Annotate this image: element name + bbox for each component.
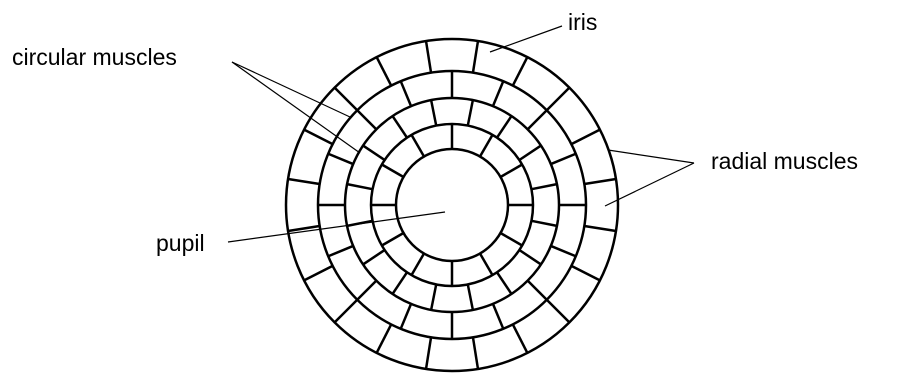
leader-lines — [228, 26, 694, 242]
radial-muscle-segment — [547, 88, 570, 111]
radial-muscle-segment — [551, 246, 576, 256]
radial-muscle-segment — [528, 110, 547, 129]
radial-muscle-segment — [357, 110, 376, 129]
radial-muscle-segment — [501, 233, 523, 246]
pupil-boundary — [396, 149, 508, 261]
radial-muscle-segment — [519, 146, 541, 160]
radial-muscle-segment — [497, 272, 511, 294]
radial-muscle-segment — [513, 324, 528, 353]
radial-muscle-segment — [347, 184, 373, 189]
radial-muscle-segment — [328, 246, 353, 256]
radial-muscle-segment — [547, 300, 570, 323]
radial-muscle-segment — [401, 304, 411, 329]
radial-muscle-segment — [473, 337, 478, 369]
radial-muscle-segment — [493, 304, 503, 329]
radial-muscle-segment — [357, 281, 376, 300]
circular-muscles-leader-line-2 — [232, 62, 360, 153]
radial-muscle-segment — [377, 324, 392, 353]
pupil-label: pupil — [156, 230, 205, 256]
radial-muscles-label: radial muscles — [711, 148, 858, 174]
radial-muscle-segment — [584, 226, 616, 231]
radial-muscles-leader-line-2 — [605, 163, 694, 206]
radial-muscle-segment — [377, 57, 392, 86]
radial-muscle-segment — [431, 100, 436, 126]
radial-muscle-segment — [412, 135, 425, 157]
radial-muscle-segment — [480, 135, 493, 157]
radial-muscle-segment — [531, 184, 557, 189]
iris-label: iris — [568, 9, 597, 35]
radial-muscle-segment — [519, 250, 541, 264]
circular-muscles-label: circular muscles — [12, 44, 177, 70]
radial-muscle-segment — [501, 165, 523, 178]
radial-muscle-segment — [571, 266, 600, 281]
radial-muscle-segment — [426, 41, 431, 73]
radial-muscle-segment — [473, 41, 478, 73]
radial-muscle-segment — [493, 81, 503, 106]
radial-muscle-segment — [288, 179, 320, 184]
pupil-leader-line — [228, 212, 445, 242]
radial-muscle-segment — [571, 130, 600, 145]
radial-muscle-segment — [382, 165, 404, 178]
radial-muscle-segment — [412, 254, 425, 276]
radial-muscle-segment — [363, 146, 385, 160]
radial-muscle-segment — [528, 281, 547, 300]
labels: iris circular muscles radial muscles pup… — [12, 9, 858, 256]
radial-muscle-segment — [584, 179, 616, 184]
radial-muscle-segment — [480, 254, 493, 276]
radial-muscle-segment — [363, 250, 385, 264]
iris-leader-line — [490, 26, 562, 52]
radial-muscle-segment — [382, 233, 404, 246]
radial-muscles — [288, 41, 616, 369]
radial-muscle-segment — [335, 88, 358, 111]
radial-muscle-segment — [468, 100, 473, 126]
radial-muscle-segment — [304, 266, 333, 281]
radial-muscle-segment — [497, 116, 511, 138]
radial-muscle-segment — [468, 284, 473, 310]
radial-muscle-segment — [426, 337, 431, 369]
radial-muscle-segment — [401, 81, 411, 106]
radial-muscle-segment — [393, 272, 407, 294]
radial-muscle-segment — [531, 221, 557, 226]
radial-muscle-segment — [551, 154, 576, 164]
radial-muscle-segment — [393, 116, 407, 138]
radial-muscles-leader-line-1 — [608, 150, 694, 163]
radial-muscle-segment — [513, 57, 528, 86]
radial-muscle-segment — [328, 154, 353, 164]
radial-muscle-segment — [335, 300, 358, 323]
radial-muscle-segment — [304, 130, 333, 145]
radial-muscle-segment — [431, 284, 436, 310]
